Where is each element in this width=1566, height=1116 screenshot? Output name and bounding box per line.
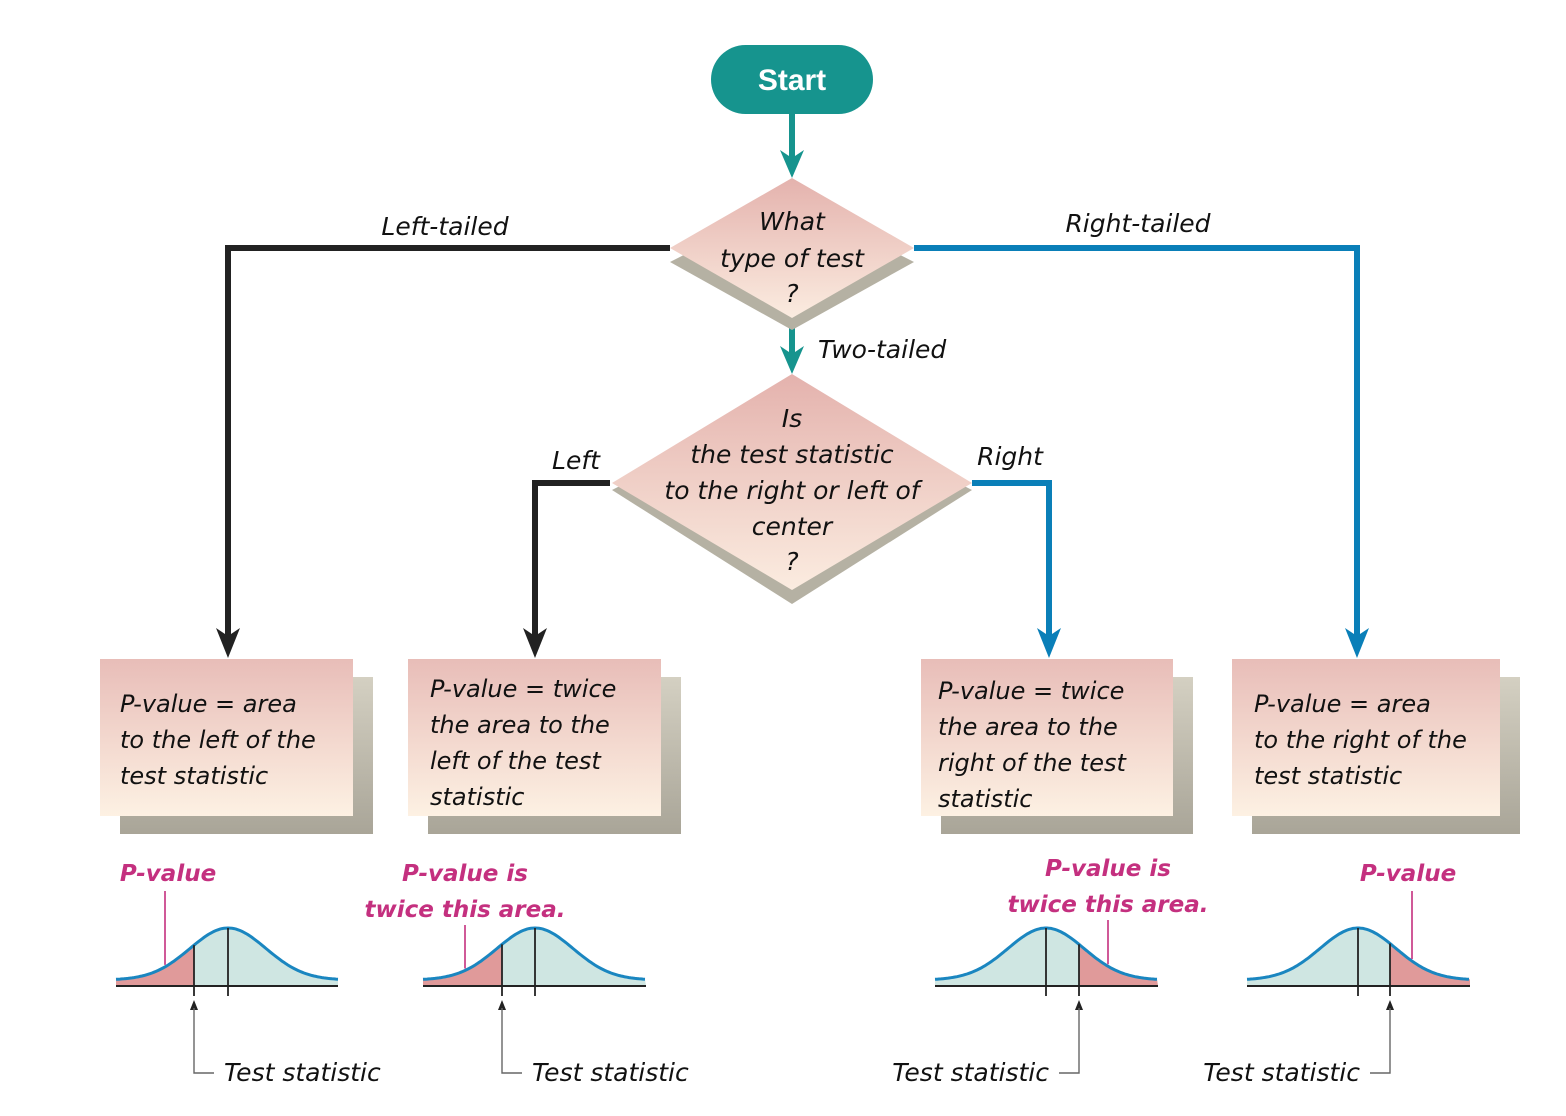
distribution-curve-group: P-value is twice this area. Test statistic (364, 861, 689, 1087)
connector-right-tailed (914, 245, 1360, 640)
pointer-line (501, 1008, 522, 1074)
box-text-line: left of the test (430, 747, 602, 775)
box-text-line: test statistic (1254, 762, 1402, 790)
box-body (100, 659, 353, 816)
arrow-up-icon (190, 1000, 198, 1010)
arrowhead-icon (1345, 628, 1369, 658)
arrowhead-icon (216, 628, 240, 658)
p-value-label: twice this area. (1007, 892, 1208, 918)
box-text-line: statistic (938, 785, 1032, 813)
p-value-tail-area (423, 944, 502, 986)
arrowhead-icon (1037, 628, 1061, 658)
normal-curve-line (115, 926, 339, 981)
decision-diamond (612, 374, 972, 590)
test-statistic-label: Test statistic (892, 1058, 1049, 1087)
box-text-line: to the left of the (120, 726, 316, 754)
arrowhead-icon (780, 346, 804, 374)
arrowhead-icon (523, 628, 547, 658)
decision-test-type: What type of test ? (670, 178, 914, 330)
decision2-line: to the right or left of (664, 476, 922, 505)
p-value-label: P-value is (1045, 856, 1171, 882)
branch-label-right-tailed: Right-tailed (1065, 209, 1210, 238)
box-text-line: P-value = twice (430, 675, 616, 703)
start-pill (711, 45, 873, 114)
box-text-line: P-value = area (1254, 690, 1431, 718)
p-value-tail-area (116, 945, 194, 986)
connector-left-tailed (225, 245, 670, 640)
pointer-line (1370, 1008, 1391, 1074)
box-text-line: test statistic (120, 762, 268, 790)
box-text-line: statistic (430, 783, 524, 811)
decision2-line: center (752, 512, 834, 541)
test-statistic-label: Test statistic (224, 1058, 381, 1087)
distribution-curve-group: P-value is twice this area. Test statistic (892, 856, 1208, 1087)
p-value-tail-area (1390, 943, 1470, 986)
p-value-tail-area (1079, 944, 1158, 986)
result-box: P-value = twice the area to the left of th… (408, 659, 681, 834)
arrow-up-icon (1075, 1000, 1083, 1010)
result-box: P-value = twice the area to the right of t… (921, 659, 1193, 834)
branch-label-left: Left (552, 446, 601, 475)
box-body (921, 659, 1173, 816)
test-statistic-label: Test statistic (1203, 1058, 1360, 1087)
result-box: P-value = area to the right of the test st… (1232, 659, 1520, 834)
branch-label-left-tailed: Left-tailed (381, 212, 508, 241)
p-value-label: P-value is (402, 861, 528, 887)
p-value-label: P-value (1360, 861, 1456, 887)
p-value-label: P-value (120, 861, 216, 887)
box-text-line: the area to the (938, 713, 1118, 741)
decision-side: Is the test statistic to the right or le… (612, 374, 972, 604)
decision1-line: type of test (720, 244, 865, 273)
box-body (1232, 659, 1500, 816)
branch-label-two-tailed: Two-tailed (818, 335, 946, 364)
decision-diamond (670, 178, 914, 318)
connectors (216, 112, 1369, 658)
box-text-line: the area to the (430, 711, 610, 739)
result-box: P-value = area to the left of the test sta… (100, 659, 373, 834)
arrow-up-icon (498, 1000, 506, 1010)
decision1-line: ? (785, 279, 798, 308)
arrowhead-icon (780, 150, 804, 178)
decision2-line: the test statistic (690, 440, 894, 469)
connector-right (972, 480, 1052, 640)
pointer-line (1059, 1008, 1080, 1074)
box-text-line: to the right of the (1254, 726, 1467, 754)
test-statistic-label: Test statistic (532, 1058, 689, 1087)
decision2-line: Is (782, 404, 802, 433)
box-text-line: P-value = area (120, 690, 297, 718)
normal-curve-line (422, 926, 646, 981)
decision1-line: What (759, 207, 826, 236)
start-node: Start (711, 45, 873, 114)
box-text-line: right of the test (938, 749, 1127, 777)
start-label: Start (758, 64, 826, 97)
result-boxes: P-value = area to the left of the test sta… (100, 659, 1520, 834)
pointer-line (193, 1008, 214, 1074)
branch-label-right: Right (977, 442, 1044, 471)
arrow-up-icon (1386, 1000, 1394, 1010)
box-text-line: P-value = twice (938, 677, 1124, 705)
p-value-label: twice this area. (364, 897, 565, 923)
box-body (408, 659, 661, 816)
connector-left (532, 480, 610, 640)
decision2-line: ? (785, 547, 798, 576)
